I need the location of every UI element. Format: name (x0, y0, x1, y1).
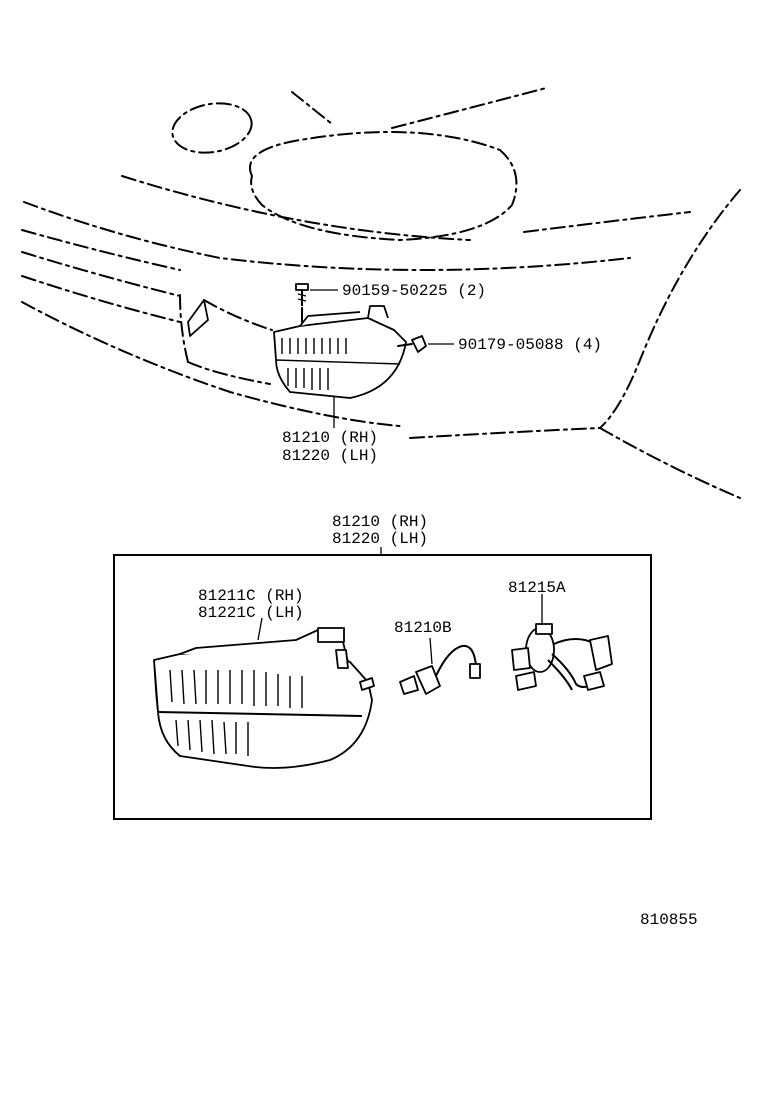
bolt-part-number: 90159-50225 (2) (342, 282, 486, 300)
lamp-top-rh-part-number: 81210 (RH) (282, 429, 378, 447)
lamp-top-lh-part-number: 81220 (LH) (282, 447, 378, 465)
fog-lamp-installed (187, 299, 407, 399)
diagram-id: 810855 (640, 911, 698, 929)
clip-icon (397, 335, 427, 353)
assembly-lh-part-number: 81220 (LH) (332, 530, 428, 548)
bulb-part-number: 81210B (394, 619, 452, 637)
vehicle-body-outline (21, 87, 741, 499)
lens-leader (257, 617, 263, 641)
assembly-rh-part-number: 81210 (RH) (332, 513, 428, 531)
bulb-leader (429, 637, 433, 665)
socket-harness-icon (511, 623, 613, 691)
lens-lh-part-number: 81221C (LH) (198, 604, 304, 622)
assembly-frame (113, 554, 652, 820)
clip-part-number: 90179-05088 (4) (458, 336, 602, 354)
socket-part-number: 81215A (508, 579, 566, 597)
fog-lamp-housing (153, 627, 375, 769)
bolt-icon (295, 283, 309, 327)
lens-rh-part-number: 81211C (RH) (198, 587, 304, 605)
bulb-icon (399, 644, 481, 695)
